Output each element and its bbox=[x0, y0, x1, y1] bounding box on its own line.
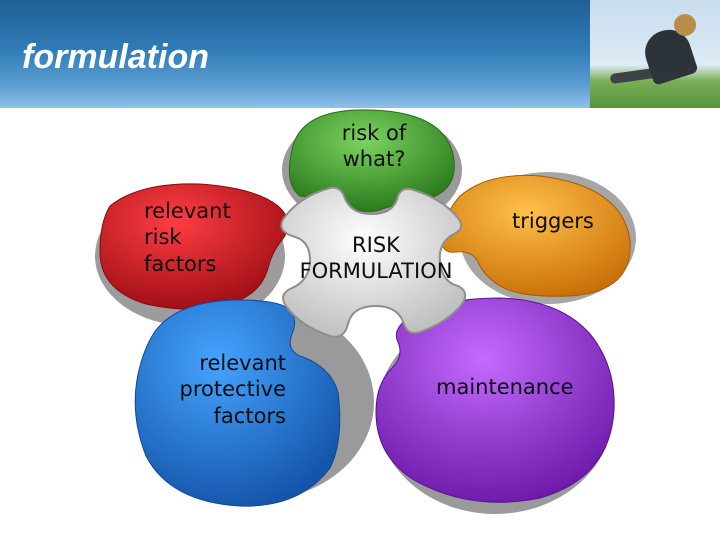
center-piece bbox=[280, 186, 467, 338]
label-bottom-left-line3: factors bbox=[213, 403, 286, 428]
label-top: risk of what? bbox=[334, 120, 414, 173]
label-center-line2: FORMULATION bbox=[299, 259, 453, 284]
label-center: RISK FORMULATION bbox=[286, 232, 466, 285]
label-right: triggers bbox=[512, 208, 594, 234]
photo-hair bbox=[674, 14, 696, 36]
header-photo bbox=[590, 0, 720, 108]
label-bottom-right-line1: maintenance bbox=[436, 375, 574, 399]
label-left-line2: risk bbox=[144, 225, 182, 250]
slide-title: formulation bbox=[22, 38, 209, 76]
label-bottom-left-line1: relevant bbox=[199, 351, 286, 375]
label-bottom-right: maintenance bbox=[436, 374, 574, 400]
label-center-line1: RISK bbox=[352, 233, 400, 257]
petal-bottom-left bbox=[134, 299, 341, 507]
petal-left bbox=[99, 183, 289, 310]
petal-right bbox=[441, 174, 631, 297]
petal-bottom-right bbox=[375, 297, 615, 503]
label-bottom-left: relevant protective factors bbox=[170, 350, 286, 429]
label-top-line2: what? bbox=[342, 147, 406, 172]
risk-formulation-diagram: risk of what? triggers relevant risk fac… bbox=[0, 108, 720, 540]
label-left: relevant risk factors bbox=[144, 198, 231, 277]
label-right-line1: triggers bbox=[512, 209, 594, 233]
slide-header: formulation bbox=[0, 0, 720, 108]
label-bottom-left-line2: protective bbox=[179, 377, 286, 402]
label-left-line1: relevant bbox=[144, 199, 231, 223]
diagram-svg bbox=[95, 109, 636, 514]
label-left-line3: factors bbox=[144, 251, 217, 276]
label-top-line1: risk of bbox=[341, 121, 407, 145]
